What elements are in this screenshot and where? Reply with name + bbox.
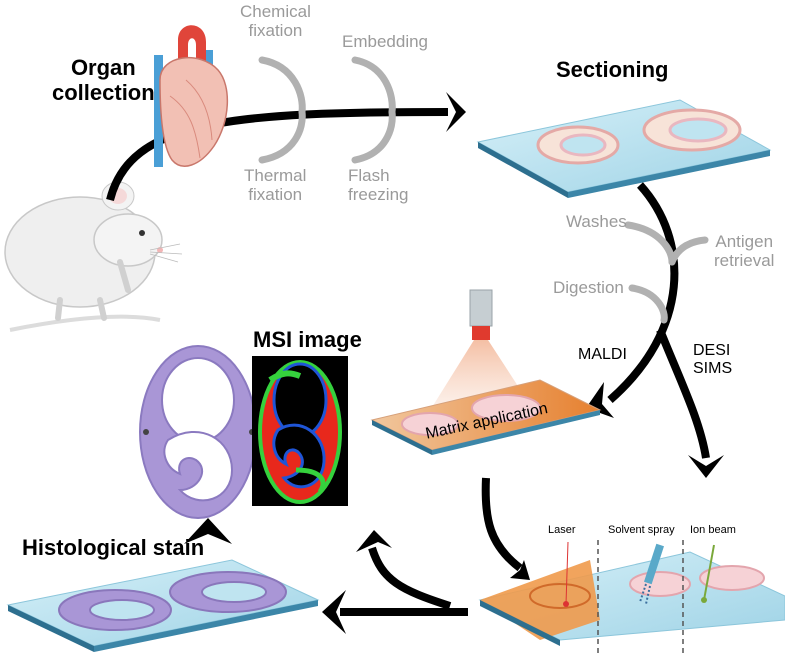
matrix-arrow <box>481 477 523 572</box>
mouse-icon <box>4 181 183 332</box>
embedding-label: Embedding <box>342 32 429 51</box>
washes-label: Washes <box>566 212 627 231</box>
sectioning-arrow <box>607 182 679 404</box>
return-arrow-upward <box>368 546 452 610</box>
return-arrowhead <box>322 590 346 634</box>
desi-arrowhead <box>688 455 724 478</box>
analysis-slide <box>478 540 785 655</box>
msi-image <box>252 356 348 506</box>
solvent-spray-icon <box>639 543 664 605</box>
matrix-slide <box>370 379 602 455</box>
collection-arrowhead <box>446 92 466 132</box>
ion-beam-label: Ion beam <box>690 524 736 536</box>
laser-label: Laser <box>548 524 576 536</box>
sectioning-label: Sectioning <box>556 57 669 82</box>
maldi-label: MALDI <box>578 346 627 363</box>
histology-section-image <box>139 345 257 519</box>
desi-branch-arrow <box>656 328 710 459</box>
digestion-label: Digestion <box>553 278 624 297</box>
fixation-connectors <box>258 56 396 164</box>
upward-arrowhead <box>356 530 392 552</box>
solvent-spray-label: Solvent spray <box>608 524 675 536</box>
pretreatment-connectors <box>624 221 709 324</box>
matrix-arrowhead <box>510 560 530 580</box>
ion-beam-icon <box>701 544 715 603</box>
sectioning-slide <box>476 99 772 198</box>
histology-slide <box>6 559 320 652</box>
histological-stain-label: Histological stain <box>22 535 205 560</box>
heart-icon <box>154 25 228 167</box>
msi-image-label: MSI image <box>253 327 362 352</box>
stain-arrowhead <box>184 518 232 544</box>
